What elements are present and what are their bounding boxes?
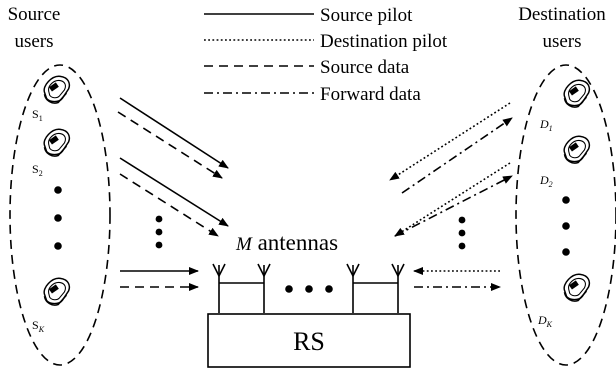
source-data-arrow-1 [117,111,223,179]
source-user-1: S1 [32,75,71,123]
antenna-icon [346,263,360,313]
destination-users-title: Destination users [518,4,606,52]
phone-icon [43,128,71,157]
svg-text:SK: SK [32,318,45,334]
destination-user-k: DK [537,273,591,329]
phone-icon [43,75,71,104]
svg-text:users: users [14,31,53,52]
svg-text:Source: Source [8,4,61,25]
source-pilot-arrow-2 [119,157,229,227]
antenna-icon [257,263,271,313]
legend-label-destination-pilot: Destination pilot [320,31,448,52]
source-user-k: SK [32,277,71,334]
destination-pilot-arrow-1 [389,102,511,181]
svg-text:Destination: Destination [518,4,606,25]
source-users-boundary [9,64,111,366]
source-data-arrow-2 [119,173,219,237]
source-ellipsis-dots [54,186,62,250]
svg-text:S2: S2 [32,162,43,178]
antenna-icon [212,263,226,313]
forward-data-arrow-1 [401,117,513,194]
antenna-icon [391,263,405,313]
relay-station: RS [207,313,411,368]
antenna-array [212,263,405,313]
legend-label-forward-data: Forward data [320,84,421,105]
svg-text:D2: D2 [539,173,553,189]
legend-label-source-pilot: Source pilot [320,5,413,26]
svg-text:users: users [542,31,581,52]
source-users-title: Source users [8,4,61,52]
destination-user-1: D1 [539,79,591,133]
phone-icon [563,79,591,108]
destination-pilot-arrow-2 [394,162,511,237]
destination-arrows [389,102,513,291]
forward-data-arrow-2 [394,175,513,237]
source-user-2: S2 [32,128,71,178]
svg-text:DK: DK [537,313,553,329]
destination-users-boundary [515,64,616,366]
destination-ellipsis-dots [562,196,570,256]
destination-user-2: D2 [539,135,591,189]
phone-icon [563,135,591,164]
svg-text:D1: D1 [539,117,553,133]
destination-arrows-ellipsis [458,216,466,250]
legend: Source pilot Destination pilot Source da… [204,5,448,105]
source-pilot-arrow-1 [119,97,229,169]
svg-text:S1: S1 [32,107,43,123]
source-arrows [117,97,229,291]
source-arrows-ellipsis [155,215,163,249]
phone-icon [563,273,591,302]
legend-label-source-data: Source data [320,57,410,78]
antenna-ellipsis-dots [285,285,333,293]
phone-icon [43,277,71,306]
antennas-label: M antennas [235,230,338,255]
relay-station-label: RS [293,327,325,356]
